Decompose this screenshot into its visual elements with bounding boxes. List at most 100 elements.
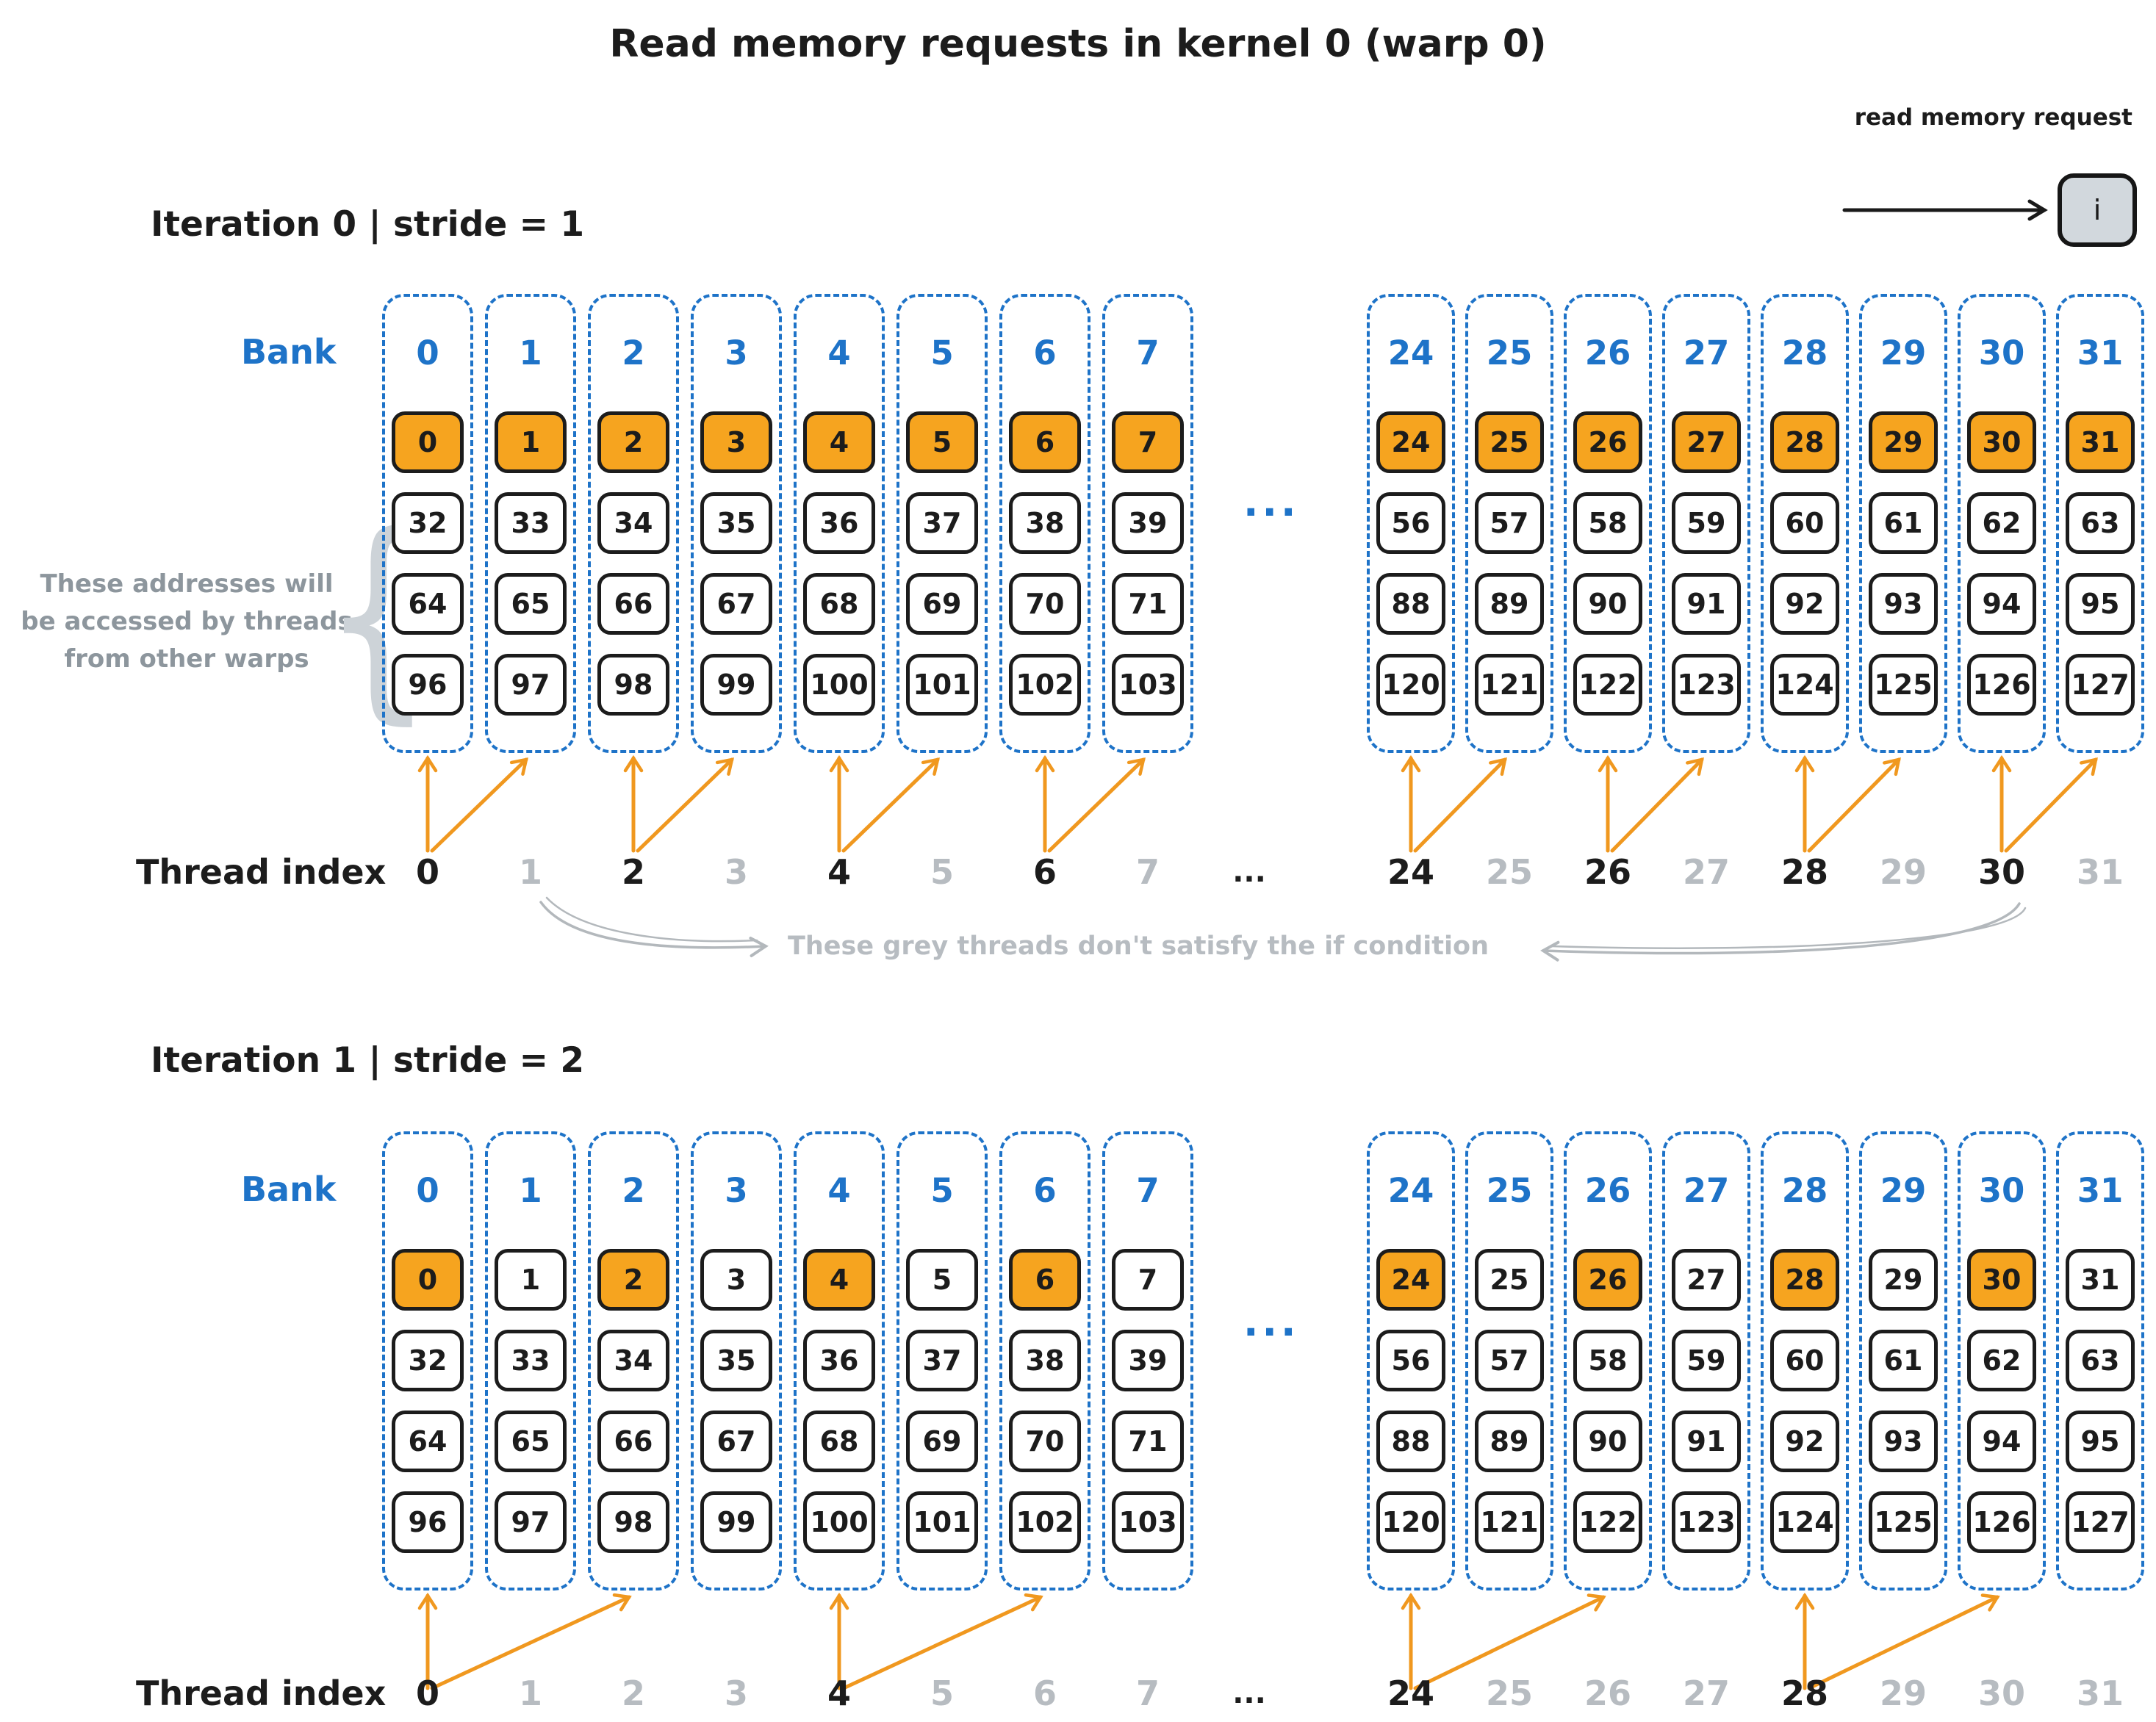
memory-cell: 68 (803, 1411, 875, 1472)
read-arrows-icon (417, 1592, 2000, 1690)
thread-index-number: 5 (930, 852, 955, 892)
read-arrow-diagonal (1047, 757, 1146, 853)
memory-cell: 3 (700, 1249, 772, 1311)
memory-cell: 103 (1112, 1491, 1184, 1553)
bank-number: 30 (1978, 334, 2025, 372)
memory-cell: 124 (1770, 1491, 1839, 1553)
bank-column: 27 27 59 91 123 (1662, 1131, 1750, 1590)
memory-cell-highlighted: 26 (1573, 1249, 1642, 1311)
bank-number: 4 (827, 334, 851, 372)
memory-cell: 102 (1009, 654, 1081, 716)
memory-cell: 64 (392, 573, 464, 635)
memory-cell: 65 (495, 573, 567, 635)
bank-number: 3 (725, 334, 748, 372)
thread-index-number: 7 (1135, 1674, 1160, 1713)
memory-cell-highlighted: 5 (906, 411, 978, 473)
memory-cell: 27 (1672, 1249, 1741, 1311)
legend-box: i (2058, 173, 2137, 247)
grey-note-arrow-left-icon (539, 901, 769, 957)
bank-number: 25 (1486, 1171, 1533, 1210)
read-arrow-diagonal (1807, 1593, 2000, 1690)
bank-number: 28 (1781, 1171, 1828, 1210)
read-arrow-diagonal (841, 757, 940, 853)
memory-cell: 102 (1009, 1491, 1081, 1553)
memory-cell: 67 (700, 573, 772, 635)
memory-cell: 101 (906, 654, 978, 716)
memory-cell: 32 (392, 1330, 464, 1391)
memory-cell: 37 (906, 1330, 978, 1391)
memory-cell: 92 (1770, 573, 1839, 635)
thread-index-number: 29 (1879, 1674, 1927, 1713)
memory-cell: 60 (1770, 492, 1839, 554)
thread-index-number: 26 (1584, 1674, 1632, 1713)
memory-cell: 61 (1869, 492, 1938, 554)
memory-cell: 123 (1672, 654, 1741, 716)
memory-cell: 69 (906, 573, 978, 635)
bank-number: 2 (622, 1171, 645, 1210)
thread-index-number: 5 (930, 1674, 955, 1713)
memory-cell-highlighted: 30 (1967, 411, 2036, 473)
bank-number: 4 (827, 1171, 851, 1210)
bank-number: 27 (1683, 1171, 1730, 1210)
memory-cell: 93 (1869, 573, 1938, 635)
threads-ellipsis: ... (1232, 1676, 1266, 1710)
memory-cell: 35 (700, 1330, 772, 1391)
warps-note: These addresses will be accessed by thre… (21, 569, 353, 674)
grey-note-arrow-right-icon (1540, 902, 2021, 962)
memory-cell: 57 (1475, 1330, 1544, 1391)
memory-cell: 7 (1112, 1249, 1184, 1311)
thread-index-number: 4 (827, 852, 852, 892)
memory-cell: 66 (597, 1411, 669, 1472)
memory-cell: 99 (700, 654, 772, 716)
thread-index-number: 3 (724, 1674, 749, 1713)
memory-cell: 60 (1770, 1330, 1839, 1391)
banks-ellipsis: ... (1243, 479, 1300, 525)
thread-index-label: Thread index (136, 1674, 387, 1713)
memory-cell: 33 (495, 492, 567, 554)
memory-cell: 123 (1672, 1491, 1741, 1553)
read-arrow-diagonal (430, 1593, 632, 1690)
memory-cell: 59 (1672, 1330, 1741, 1391)
memory-cell: 127 (2066, 654, 2135, 716)
memory-cell: 94 (1967, 573, 2036, 635)
grey-note-arrows-icon (539, 896, 2027, 962)
memory-cell: 101 (906, 1491, 978, 1553)
memory-cell-highlighted: 4 (803, 1249, 875, 1311)
grey-note-arrow-right-icon (1550, 907, 2027, 949)
memory-cell: 91 (1672, 1411, 1741, 1472)
legend-arrow-icon (1842, 199, 2048, 221)
memory-cell-highlighted: 24 (1376, 411, 1445, 473)
memory-cell: 100 (803, 654, 875, 716)
thread-index-number: 27 (1682, 1674, 1731, 1713)
thread-index-number: 25 (1485, 1674, 1534, 1713)
threads-ellipsis: ... (1232, 855, 1266, 889)
bank-number: 7 (1136, 1171, 1160, 1210)
bank-number: 31 (2077, 334, 2124, 372)
thread-index-number: 27 (1682, 852, 1731, 892)
thread-index-number: 7 (1135, 852, 1160, 892)
memory-cell: 88 (1376, 1411, 1445, 1472)
thread-index-number: 28 (1781, 1674, 1829, 1713)
thread-index-number: 31 (2076, 1674, 2124, 1713)
memory-cell: 127 (2066, 1491, 2135, 1553)
memory-cell: 122 (1573, 1491, 1642, 1553)
thread-index-number: 29 (1879, 852, 1927, 892)
thread-index-number: 4 (827, 1674, 852, 1713)
read-arrow-diagonal (430, 757, 528, 853)
legend-label: read memory request (1854, 104, 2132, 131)
memory-cell: 93 (1869, 1411, 1938, 1472)
thread-index-number: 2 (621, 1674, 646, 1713)
